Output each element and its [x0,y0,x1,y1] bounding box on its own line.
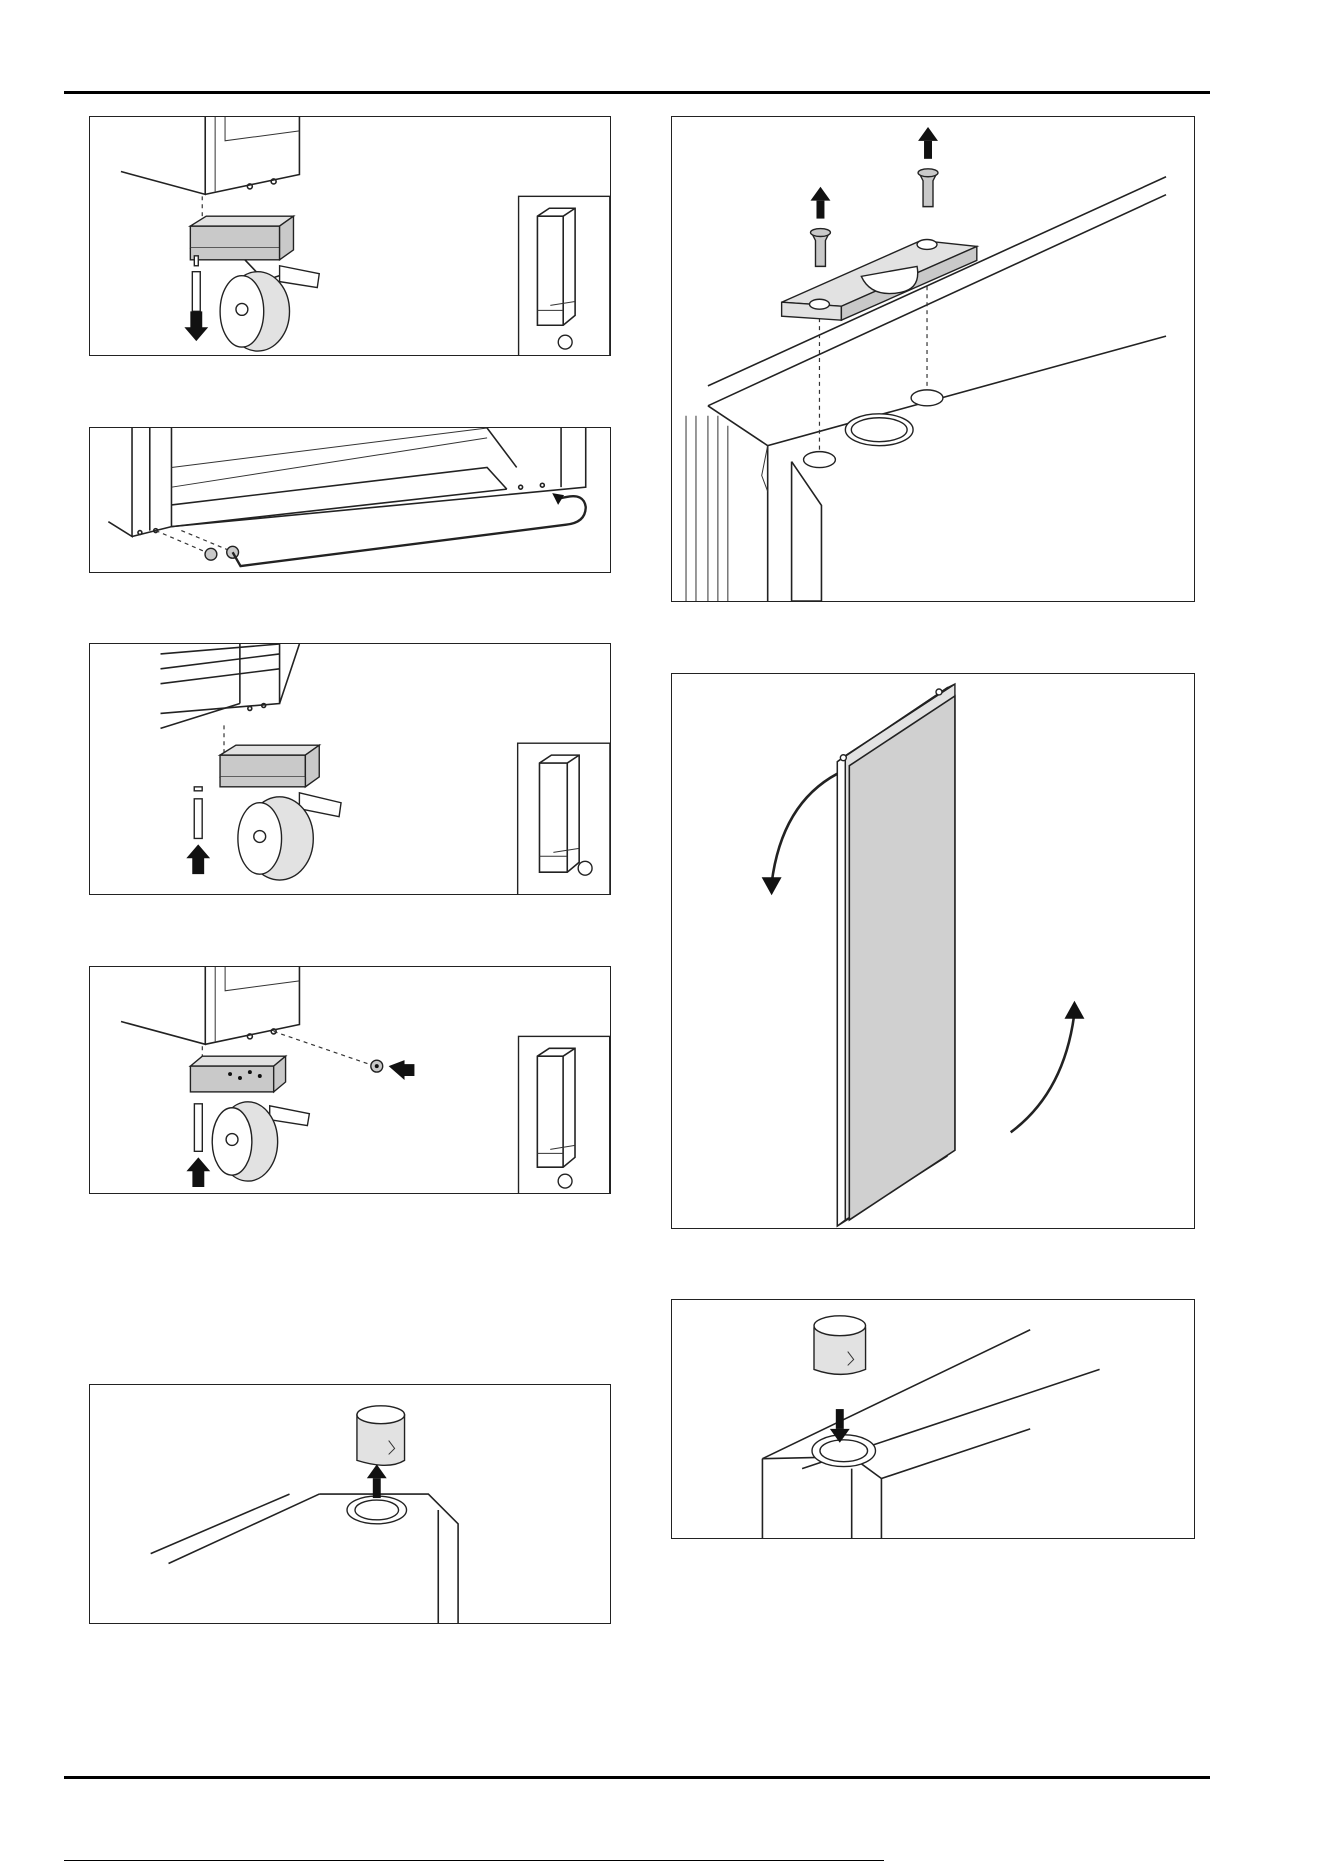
fig-door-rotate [671,673,1195,1229]
door-rotate-icon [672,674,1194,1228]
top-rule [64,91,1210,94]
caster-pin-down-icon [90,117,610,355]
fig-caster-screw [89,966,611,1194]
bushing-up-icon [90,1385,610,1623]
fig-bushing-insert [671,1299,1195,1539]
fig-bushing-remove [89,1384,611,1624]
fig-hinge-remove [671,116,1195,602]
caster-screw-icon [90,967,610,1193]
caster-pin-up-icon [90,644,610,894]
footer-rule [64,1860,884,1861]
bushing-down-icon [672,1300,1194,1538]
fig-cable-route [89,427,611,573]
bottom-rule [64,1776,1210,1779]
fig-caster-install [89,643,611,895]
fig-caster-remove [89,116,611,356]
cable-icon [90,428,610,572]
hinge-screws-up-icon [672,117,1194,601]
